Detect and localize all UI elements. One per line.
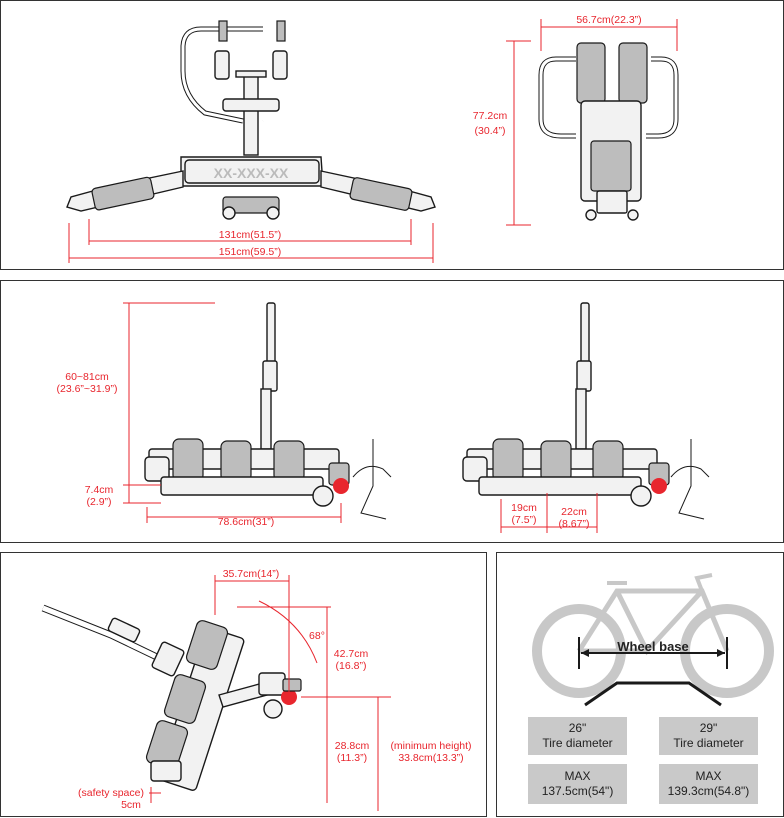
tire-29-cell: 29" Tire diameter <box>659 717 758 755</box>
side-view-drawing: 60~81cm (23.6”~31.9”) 7.4cm (2.9”) 78.6c… <box>57 302 710 533</box>
wheelbase-drawing: Wheel base <box>532 573 774 707</box>
rack-tilted <box>41 604 302 791</box>
folded-height-cm-label: 77.2cm <box>473 110 508 122</box>
tilt-offset-label: 35.7cm(14”) <box>223 568 280 580</box>
tilt-angle-label: 68° <box>309 630 325 642</box>
max-29-value: 139.3cm(54.8") <box>667 784 750 798</box>
length-label: 78.6cm(31”) <box>218 516 275 528</box>
rack-side-view-right <box>462 302 710 520</box>
tilt-view-drawing: 35.7cm(14”) 68° 42.7cm (16.8”) 28.8cm (1… <box>41 568 472 811</box>
side-dimensions <box>123 302 598 533</box>
rise-in-label: (16.8”) <box>336 660 367 672</box>
tilt-dimensions <box>149 575 391 811</box>
drop-in-label: (11.3”) <box>337 752 367 764</box>
width-inner-label: 131cm(51.5”) <box>219 229 281 241</box>
height-range-cm-label: 60~81cm <box>65 371 109 383</box>
tire-26-size: 26" <box>568 721 587 735</box>
height-range-in-label: (23.6”~31.9”) <box>57 383 118 395</box>
folded-dimensions <box>506 19 678 226</box>
wheelbase-title: Wheel base <box>617 639 689 654</box>
rack-folded-view <box>538 42 679 221</box>
tilt-view-panel: 35.7cm(14”) 68° 42.7cm (16.8”) 28.8cm (1… <box>0 552 487 817</box>
license-plate-text: XX-XXX-XX <box>214 165 289 181</box>
bicycle-illustration <box>532 573 774 707</box>
min-height-label: (minimum height) <box>390 740 471 752</box>
tire-26-cell: 26" Tire diameter <box>528 717 627 755</box>
max-29-label: MAX <box>695 769 722 783</box>
max-26-label: MAX <box>564 769 591 783</box>
spacing1-cm-label: 19cm <box>511 502 537 514</box>
top-view-panel: XX-XXX-XX 131cm(51.5”) 151cm(59.5”) <box>0 0 784 270</box>
rack-top-view: XX-XXX-XX <box>66 20 436 220</box>
max-29-cell: MAX 139.3cm(54.8") <box>659 764 758 804</box>
max-26-value: 137.5cm(54") <box>541 784 614 798</box>
min-height-value: 33.8cm(13.3”) <box>398 752 463 764</box>
safety-space-value: 5cm <box>121 799 141 811</box>
base-height-in-label: (2.9”) <box>86 496 111 508</box>
max-26-cell: MAX 137.5cm(54") <box>528 764 627 804</box>
width-dimensions <box>68 219 434 263</box>
tire-26-caption: Tire diameter <box>542 736 613 750</box>
base-height-cm-label: 7.4cm <box>85 484 114 496</box>
folded-height-in-label: (30.4”) <box>475 125 506 137</box>
folded-width-label: 56.7cm(22.3”) <box>576 14 641 26</box>
rack-side-view-left <box>144 302 392 520</box>
rise-cm-label: 42.7cm <box>334 648 369 660</box>
spacing1-in-label: (7.5”) <box>511 514 536 526</box>
spacing2-in-label: (8.67”) <box>559 518 590 530</box>
drop-cm-label: 28.8cm <box>335 740 370 752</box>
top-view-drawing: XX-XXX-XX 131cm(51.5”) 151cm(59.5”) <box>66 14 679 263</box>
width-outer-label: 151cm(59.5”) <box>219 246 281 258</box>
wheelbase-panel: Wheel base 26" Tire diameter 29" Tire di… <box>496 552 784 817</box>
tire-29-size: 29" <box>699 721 718 735</box>
tire-29-caption: Tire diameter <box>673 736 744 750</box>
side-view-panel: 60~81cm (23.6”~31.9”) 7.4cm (2.9”) 78.6c… <box>0 280 784 543</box>
safety-space-label: (safety space) <box>78 787 144 799</box>
spacing2-cm-label: 22cm <box>561 506 587 518</box>
